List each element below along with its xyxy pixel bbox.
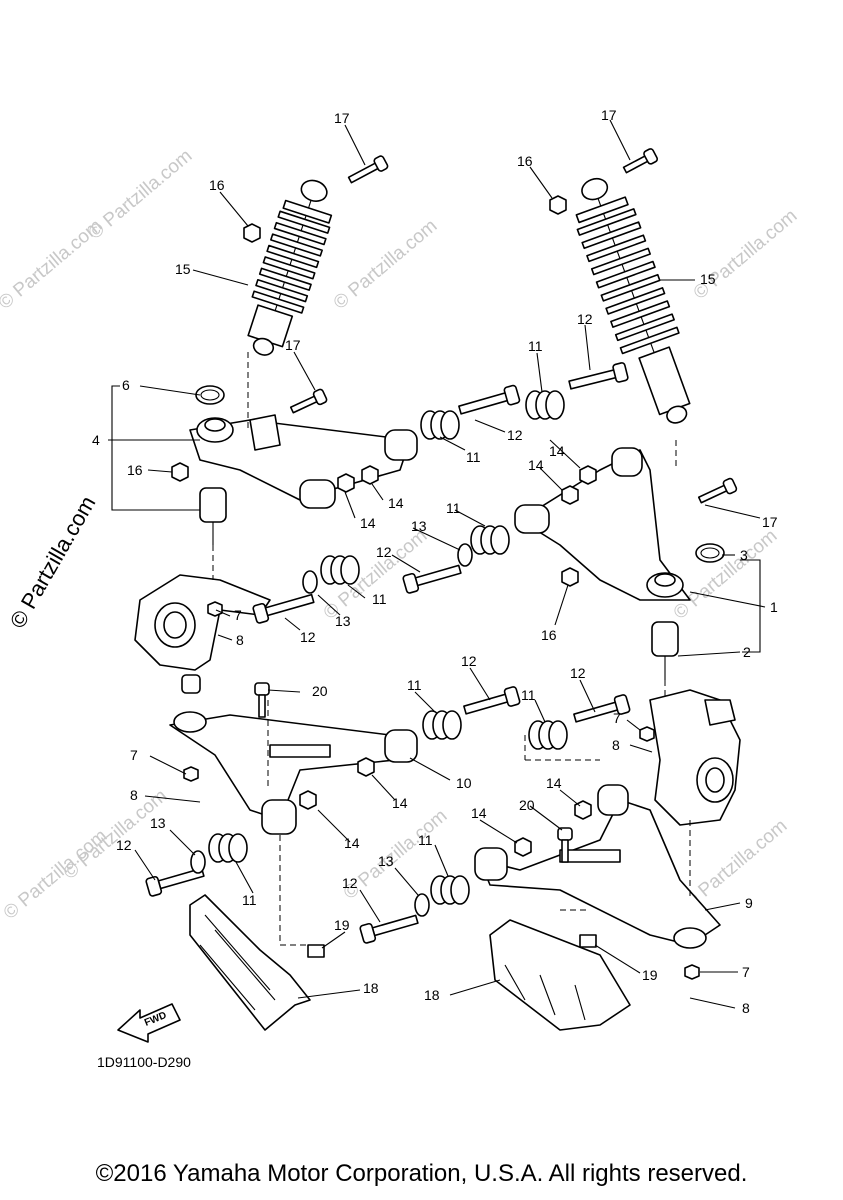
left-knuckle bbox=[134, 574, 271, 694]
callout-20: 20 bbox=[312, 683, 328, 699]
left-shock-absorber bbox=[247, 179, 333, 356]
upper-right-arm bbox=[514, 447, 691, 601]
callout-11: 11 bbox=[418, 832, 433, 848]
callout-12: 12 bbox=[507, 427, 523, 443]
shock-bolt-group bbox=[254, 148, 738, 863]
callout-10: 10 bbox=[456, 775, 472, 791]
left-skid-guard bbox=[189, 894, 325, 1031]
nut-group bbox=[171, 195, 700, 980]
callout-12: 12 bbox=[376, 544, 392, 560]
callout-12: 12 bbox=[461, 653, 477, 669]
callout-9: 9 bbox=[745, 895, 753, 911]
callout-17: 17 bbox=[762, 514, 778, 530]
right-skid-guard bbox=[489, 919, 631, 1031]
callout-14: 14 bbox=[392, 795, 408, 811]
callout-7: 7 bbox=[130, 747, 138, 763]
callout-2: 2 bbox=[743, 644, 751, 660]
circlip-group bbox=[195, 385, 725, 563]
lower-left-arm bbox=[169, 711, 418, 835]
callout-14: 14 bbox=[549, 443, 565, 459]
callout-1: 1 bbox=[770, 599, 778, 615]
callout-12: 12 bbox=[570, 665, 586, 681]
callout-11: 11 bbox=[372, 591, 387, 607]
callout-14: 14 bbox=[546, 775, 562, 791]
bolt-group bbox=[145, 362, 631, 944]
callout-7: 7 bbox=[742, 964, 750, 980]
callout-8: 8 bbox=[742, 1000, 750, 1016]
callout-8: 8 bbox=[130, 787, 138, 803]
callout-16: 16 bbox=[517, 153, 533, 169]
watermark: © Partzilla.com bbox=[60, 785, 172, 883]
callout-19: 19 bbox=[642, 967, 658, 983]
callout-8: 8 bbox=[236, 632, 244, 648]
callout-labels: 17 16 15 17 6 4 16 7 8 17 16 15 12 11 12… bbox=[92, 107, 778, 1016]
callout-13: 13 bbox=[335, 613, 351, 629]
callout-11: 11 bbox=[446, 500, 461, 516]
ball-joint-right bbox=[651, 621, 679, 680]
callout-11: 11 bbox=[466, 449, 481, 465]
callout-20: 20 bbox=[519, 797, 535, 813]
callout-11: 11 bbox=[242, 892, 257, 908]
watermark: © Partzilla.com bbox=[330, 215, 442, 313]
callout-18: 18 bbox=[424, 987, 440, 1003]
callout-17: 17 bbox=[334, 110, 350, 126]
right-knuckle bbox=[649, 689, 741, 826]
callout-14: 14 bbox=[388, 495, 404, 511]
callout-8: 8 bbox=[612, 737, 620, 753]
callout-17: 17 bbox=[285, 337, 301, 353]
callout-16: 16 bbox=[127, 462, 143, 478]
callout-14: 14 bbox=[360, 515, 376, 531]
callout-6: 6 bbox=[122, 377, 130, 393]
copyright-notice: ©2016 Yamaha Motor Corporation, U.S.A. A… bbox=[95, 1160, 748, 1187]
callout-16: 16 bbox=[541, 627, 557, 643]
assembly-lines bbox=[212, 352, 691, 946]
leader-lines bbox=[108, 119, 766, 1009]
watermark: © Partzilla.com bbox=[85, 145, 197, 243]
callout-16: 16 bbox=[209, 177, 225, 193]
callout-14: 14 bbox=[528, 457, 544, 473]
callout-3: 3 bbox=[740, 547, 748, 563]
callout-11: 11 bbox=[528, 338, 543, 354]
lower-right-arm bbox=[474, 784, 721, 949]
callout-14: 14 bbox=[471, 805, 487, 821]
callout-12: 12 bbox=[116, 837, 132, 853]
callout-12: 12 bbox=[300, 629, 316, 645]
callout-7: 7 bbox=[613, 710, 621, 726]
diagram-code: 1D91100-D290 bbox=[97, 1054, 191, 1070]
washer-group bbox=[190, 543, 473, 917]
callout-15: 15 bbox=[700, 271, 716, 287]
callout-13: 13 bbox=[411, 518, 427, 534]
callout-15: 15 bbox=[175, 261, 191, 277]
callout-7: 7 bbox=[234, 607, 242, 623]
ball-joint-left bbox=[199, 487, 227, 545]
upper-left-arm bbox=[189, 414, 418, 509]
callout-17: 17 bbox=[601, 107, 617, 123]
callout-12: 12 bbox=[342, 875, 358, 891]
watermark: © Partzilla.com bbox=[670, 525, 782, 623]
callout-19: 19 bbox=[334, 917, 350, 933]
callout-14: 14 bbox=[344, 835, 360, 851]
watermark: © Partzilla.com bbox=[690, 205, 802, 303]
callout-18: 18 bbox=[363, 980, 379, 996]
callout-13: 13 bbox=[150, 815, 166, 831]
right-shock-absorber bbox=[575, 177, 691, 424]
callout-12: 12 bbox=[577, 311, 593, 327]
callout-11: 11 bbox=[521, 687, 536, 703]
callout-4: 4 bbox=[92, 432, 100, 448]
callout-13: 13 bbox=[378, 853, 394, 869]
fwd-arrow: FWD bbox=[117, 1003, 181, 1043]
callout-11: 11 bbox=[407, 677, 422, 693]
bushing-group bbox=[208, 390, 568, 905]
side-watermark: © Partzilla.com bbox=[5, 492, 101, 633]
